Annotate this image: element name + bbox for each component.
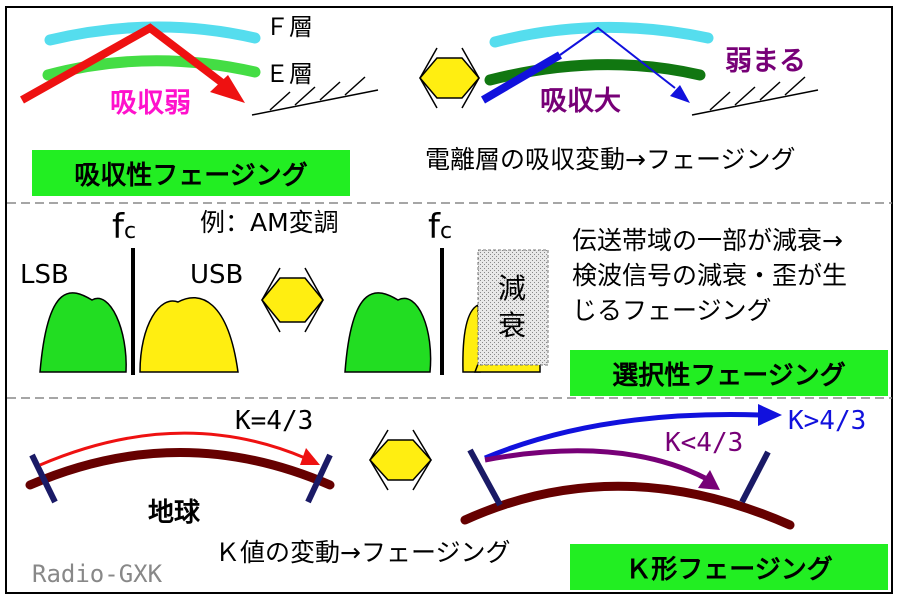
attenuation-region bbox=[477, 249, 549, 366]
k-equal-label: K=4/3 bbox=[235, 406, 314, 436]
antenna-left-2 bbox=[305, 453, 333, 504]
e-layer-arc-right bbox=[484, 59, 706, 86]
e-layer-label: Ｅ層 bbox=[265, 60, 313, 88]
k-normal-arrowhead bbox=[300, 448, 320, 465]
lsb-label: LSB bbox=[20, 260, 69, 290]
usb-shape-left bbox=[139, 297, 239, 373]
absorb-weak-label: 吸収弱 bbox=[110, 88, 191, 119]
selective-desc-line2: 検波信号の減衰・歪が生 bbox=[572, 261, 848, 290]
watermark: Radio-GXK bbox=[32, 560, 163, 588]
f-layer-label: Ｆ層 bbox=[265, 13, 313, 41]
usb-label: USB bbox=[190, 260, 244, 290]
fc-symbol: f bbox=[428, 207, 440, 247]
double-arrow-1 bbox=[419, 47, 480, 109]
k-normal-ray bbox=[39, 431, 306, 467]
f-layer-arc-right bbox=[489, 21, 714, 48]
absorption-fading-title: 吸収性フェージング bbox=[32, 150, 350, 196]
antenna-right-2 bbox=[739, 450, 771, 504]
k-fading-title: Ｋ形フェージング bbox=[570, 544, 888, 590]
fc-subscript: c bbox=[439, 219, 453, 244]
ground-hatch-right bbox=[691, 76, 819, 116]
double-arrow-2 bbox=[261, 267, 324, 333]
fc-label-left: fc bbox=[112, 210, 136, 244]
k-less-label: K<4/3 bbox=[665, 428, 744, 458]
k-value-caption: Ｋ値の変動→フェージング bbox=[215, 538, 511, 567]
k-less-ray bbox=[484, 448, 707, 481]
antenna-left-1 bbox=[29, 453, 58, 504]
double-arrow-3 bbox=[368, 429, 433, 491]
k-less-arrowhead bbox=[698, 470, 720, 490]
blue-ray-arrowhead bbox=[670, 85, 690, 103]
lsb-shape-right bbox=[344, 292, 432, 373]
antenna-right-1 bbox=[467, 448, 503, 507]
fc-symbol: f bbox=[112, 207, 124, 247]
lsb-shape-left bbox=[39, 292, 127, 373]
earth-arc-left bbox=[25, 448, 335, 490]
k-greater-label: K>4/3 bbox=[788, 406, 867, 436]
weakens-label: 弱まる bbox=[725, 46, 806, 77]
selective-fading-title: 選択性フェージング bbox=[570, 350, 888, 396]
ground-hatch-left bbox=[251, 76, 379, 116]
red-ray bbox=[20, 23, 228, 104]
k-greater-ray bbox=[484, 412, 761, 461]
blue-ray bbox=[480, 51, 563, 104]
example-label: 例：AM変調 bbox=[200, 208, 339, 237]
selective-desc-line1: 伝送帯域の一部が減衰→ bbox=[572, 226, 843, 255]
absorption-caption: 電離層の吸収変動→フェージング bbox=[425, 145, 796, 174]
attenuation-label-1: 減 bbox=[498, 272, 527, 305]
usb-shape-right bbox=[462, 303, 481, 373]
fc-label-right: fc bbox=[428, 210, 452, 244]
attenuation-label-2: 衰 bbox=[498, 309, 527, 342]
earth-label: 地球 bbox=[148, 498, 201, 528]
absorb-large-label: 吸収大 bbox=[540, 86, 621, 117]
red-ray-arrowhead bbox=[210, 75, 245, 103]
blue-ray-thin bbox=[559, 26, 676, 89]
k-greater-arrowhead bbox=[758, 404, 782, 426]
diagram-frame bbox=[5, 6, 893, 594]
fc-subscript: c bbox=[123, 219, 137, 244]
selective-desc-line3: じるフェージング bbox=[572, 296, 772, 325]
earth-arc-right bbox=[460, 481, 795, 530]
